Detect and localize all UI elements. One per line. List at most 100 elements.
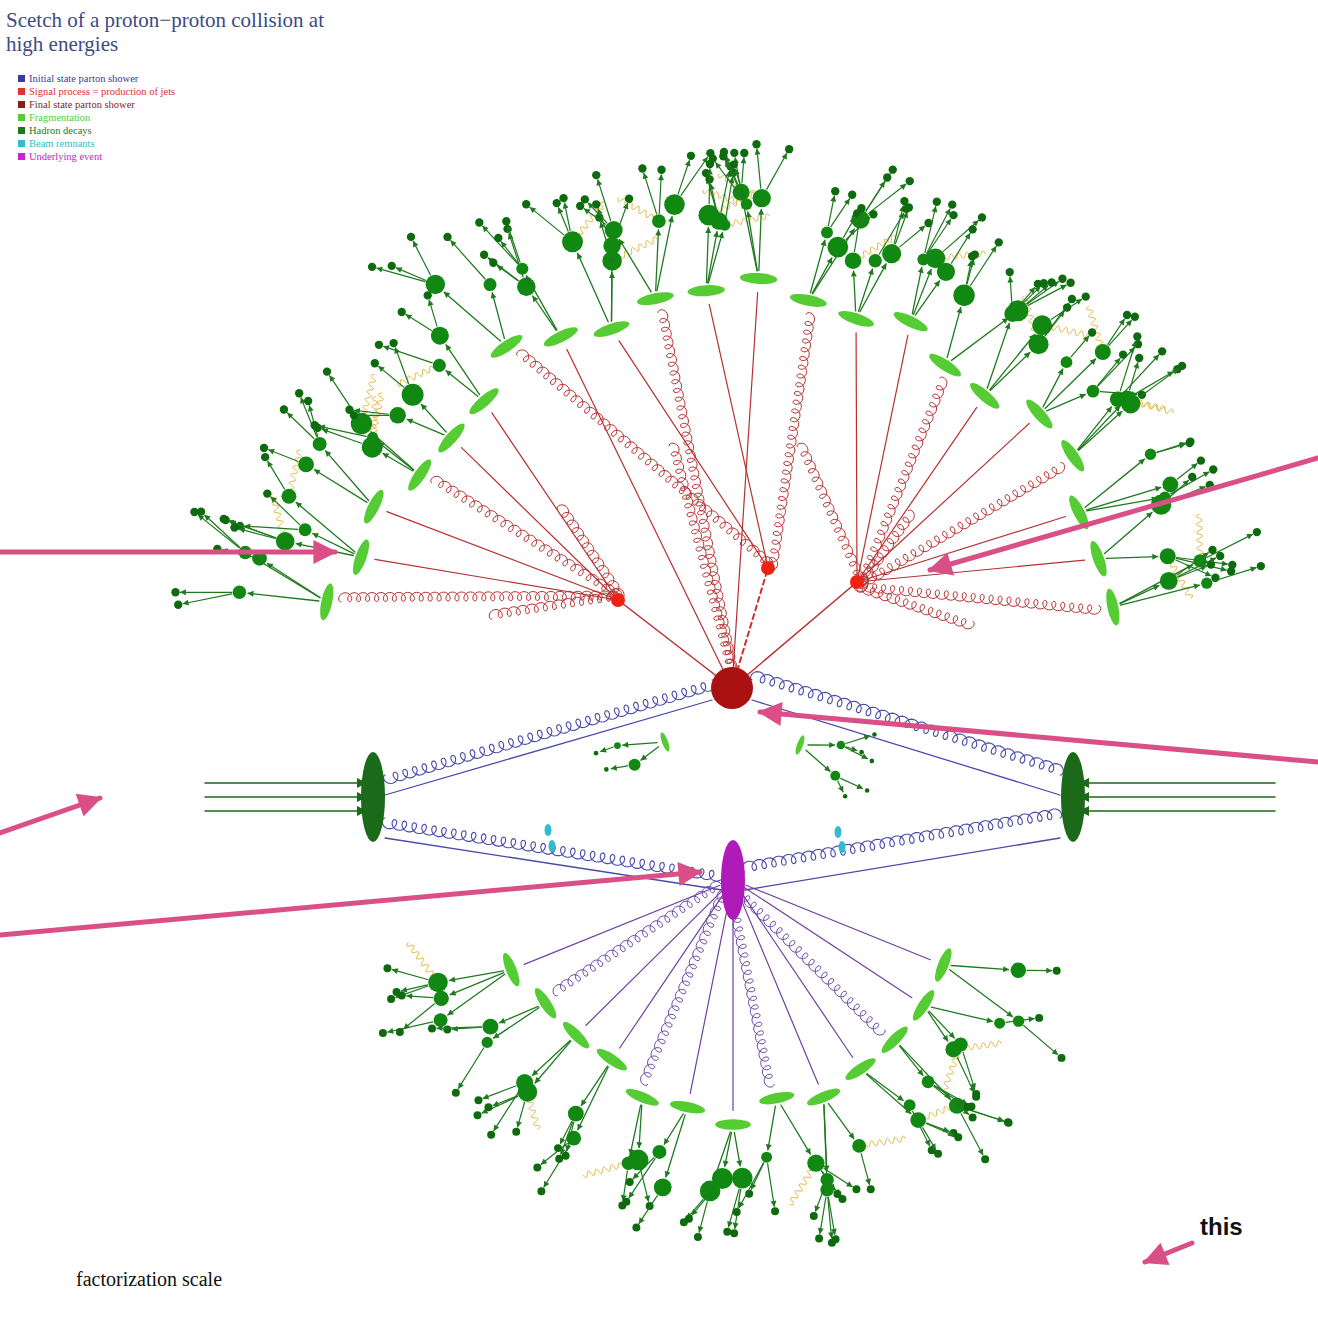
hadron-track [623,743,657,746]
decay-product [260,444,268,452]
decay-track [846,747,868,758]
beam-line [205,782,366,784]
hadron-track [611,256,613,321]
legend-swatch [18,101,25,108]
decay-track [493,1096,517,1106]
hadron [1160,548,1176,564]
hard-process [711,667,753,709]
fragmentation-cluster [360,487,387,525]
final-state-shower [339,293,1101,690]
hadron [922,1075,935,1088]
decay-product [428,1024,436,1032]
decay-product [474,1111,482,1119]
decay-track [967,259,973,284]
decay-product [730,1229,738,1237]
decay-track [359,415,388,416]
decay-product [709,154,717,162]
hadron-track [706,228,708,283]
hadron [1061,356,1073,368]
hadron [483,1019,499,1035]
final-state-gluon [855,582,1101,614]
hadron [614,742,621,749]
hadron [953,285,974,306]
decay-vertex [611,593,625,607]
decay-product [604,767,609,772]
decay-product [870,759,875,764]
decay-product [1068,295,1076,303]
decay-product [368,263,376,271]
hadron [1011,962,1027,978]
decay-product [1088,328,1096,336]
decay-track [678,161,689,194]
decay-product [883,173,891,181]
beam-line [1080,810,1275,812]
decay-track [429,300,437,326]
hadron-track [421,404,446,432]
hadron-track [854,271,856,311]
decay-track [965,1109,1003,1121]
decay-track [965,1109,1003,1122]
decay-product [512,1128,520,1136]
hadron [603,237,620,254]
final-state-quark [387,512,618,600]
decay-track [1108,319,1125,344]
decay-track [866,182,885,211]
hadron-track [1107,557,1158,559]
title: Scetch of a proton−proton collision at h… [6,8,351,56]
final-state-gluon [768,313,814,571]
hadron [953,1037,967,1051]
decay-product [963,1103,971,1111]
legend-swatch [18,114,25,121]
hadron-track [1120,565,1192,603]
decay-product [1135,354,1143,362]
decay-track [1109,320,1132,345]
underlying-gluon [641,890,728,1086]
decay-track [926,1123,948,1131]
beam-remnant [549,840,556,852]
decay-track [767,154,787,190]
decay-product [978,213,986,221]
decay-product [554,1144,562,1152]
decay-track [384,346,433,362]
decay-track [198,515,239,548]
decay-product [1053,967,1061,975]
hadron-track [578,1067,609,1130]
legend-row: Initial state parton shower [18,72,175,85]
hadronisation [171,140,1265,1247]
decay-product [1131,313,1139,321]
fragmentation-cluster [740,272,778,285]
decay-track [1027,970,1052,972]
hadron-track [532,1041,570,1076]
hadron [820,1173,833,1186]
legend: Initial state parton showerSignal proces… [18,72,175,163]
decay-vertex [850,575,864,589]
decay-track [183,594,232,604]
decay-track [841,778,863,788]
decay-product [632,1224,640,1232]
hadron-track [1045,359,1096,408]
hadron [431,327,449,345]
decay-track [1045,312,1064,336]
hadron [741,198,753,210]
legend-row: Fragmentation [18,111,175,124]
final-state-quark [732,293,758,688]
hadron [828,237,849,258]
decay-track [1139,369,1178,397]
decay-product [594,751,599,756]
hadron-track [448,974,505,1015]
decay-track [843,218,854,237]
decay-product [388,262,396,270]
fragmentation-cluster [659,731,672,752]
decay-product [657,166,665,174]
photon [1052,326,1091,338]
final-state-quark [855,333,857,582]
pointer-note: this [1200,1213,1243,1241]
fragmentation-cluster [758,1090,795,1107]
decay-product [752,140,760,148]
underlying-quark [690,894,730,1094]
legend-text: Initial state parton shower [29,73,138,84]
fragmentation-cluster [687,284,725,297]
parton-line [732,582,857,688]
fragmentation-cluster [789,291,828,309]
decay-product [859,750,864,755]
